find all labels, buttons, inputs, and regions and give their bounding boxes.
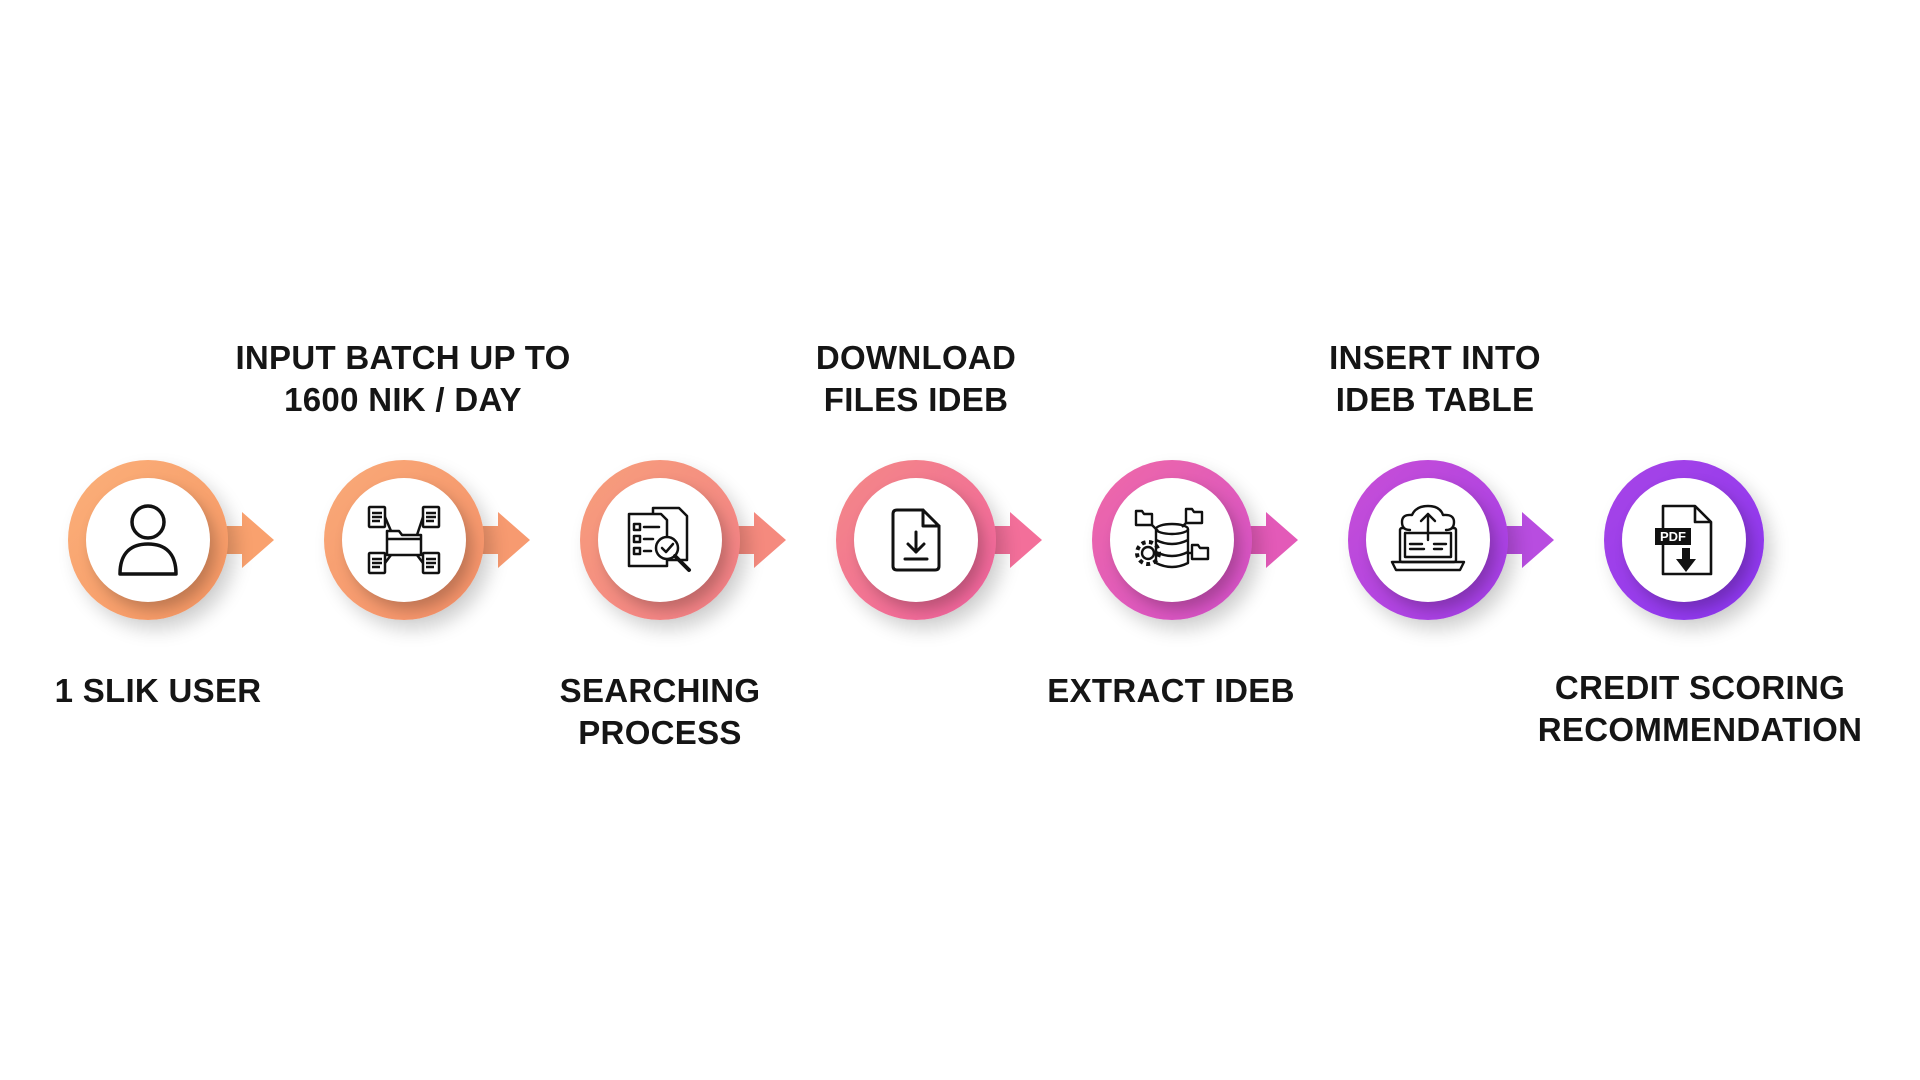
arrow-right-icon xyxy=(1244,512,1298,568)
database-gear-icon xyxy=(1110,478,1234,602)
file-download-icon xyxy=(854,478,978,602)
arrow-right-icon xyxy=(1500,512,1554,568)
step-1-slik-user xyxy=(68,460,274,620)
label-line: CREDIT SCORING xyxy=(1554,669,1846,706)
laptop-cloud-upload-icon xyxy=(1366,478,1490,602)
label-line: 1600 NIK / DAY xyxy=(284,381,522,418)
arrow-right-icon xyxy=(988,512,1042,568)
step-5-label: EXTRACT IDEB xyxy=(991,670,1351,712)
arrow-right-icon xyxy=(476,512,530,568)
step-6-label: INSERT INTO IDEB TABLE xyxy=(1255,337,1615,421)
step-3-label: SEARCHING PROCESS xyxy=(480,670,840,754)
label-line: PROCESS xyxy=(578,714,742,751)
step-2-input-batch xyxy=(324,460,530,620)
label-line: RECOMMENDATION xyxy=(1537,711,1863,748)
label-line: SEARCHING xyxy=(559,672,761,709)
step-4-label: DOWNLOAD FILES IDEB xyxy=(736,337,1096,421)
step-7-label: CREDIT SCORING RECOMMENDATION xyxy=(1520,667,1880,751)
label-line: DOWNLOAD xyxy=(815,339,1017,376)
pdf-download-icon: PDF xyxy=(1622,478,1746,602)
step-2-label: INPUT BATCH UP TO 1600 NIK / DAY xyxy=(223,337,583,421)
label-line: 1 SLIK USER xyxy=(54,672,262,709)
label-line: FILES IDEB xyxy=(823,381,1009,418)
step-6-insert-into-table xyxy=(1348,460,1554,620)
step-5-extract-ideb xyxy=(1092,460,1298,620)
label-line: INSERT INTO xyxy=(1329,339,1541,376)
label-line: EXTRACT IDEB xyxy=(1047,672,1295,709)
arrow-right-icon xyxy=(220,512,274,568)
step-4-download-files xyxy=(836,460,1042,620)
arrow-right-icon xyxy=(732,512,786,568)
step-3-searching-process xyxy=(580,460,786,620)
step-7-credit-scoring: PDF xyxy=(1604,460,1804,620)
label-line: IDEB TABLE xyxy=(1335,381,1535,418)
pdf-badge-text: PDF xyxy=(1660,529,1686,544)
document-search-icon xyxy=(598,478,722,602)
folder-network-icon xyxy=(342,478,466,602)
step-1-label: 1 SLIK USER xyxy=(0,670,338,712)
label-line: INPUT BATCH UP TO xyxy=(235,339,571,376)
user-icon xyxy=(86,478,210,602)
